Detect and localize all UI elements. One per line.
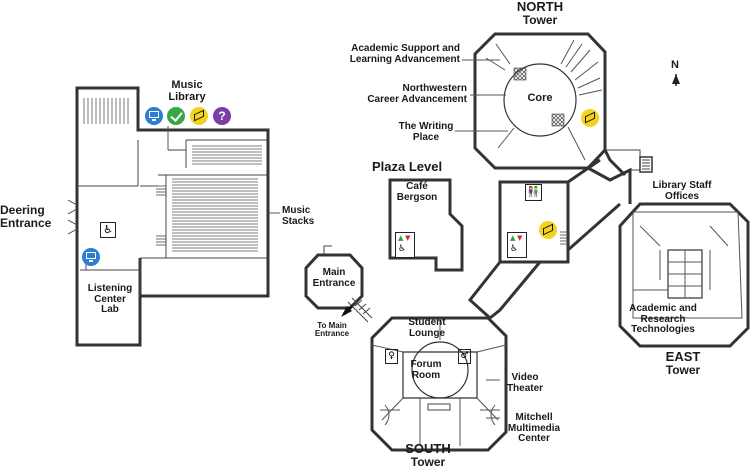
compass-arrow [672, 74, 680, 86]
main-entrance-label-line1: Main [322, 267, 346, 278]
music-stacks-label-line1: Music [282, 205, 311, 216]
staff-offices-label-line2: Offices [665, 190, 699, 202]
video-theater-label: Video Theater [502, 372, 548, 394]
forum-room-label-line2: Room [411, 369, 441, 381]
deering-doors [67, 199, 78, 235]
listening-label-line1: Listening [87, 283, 133, 294]
to-main-entrance-label: To Main Entrance [308, 321, 356, 339]
deering-entrance-label: Deering Entrance [0, 204, 51, 229]
mitchell-label-line2: Multimedia [507, 422, 561, 434]
south-tower-label-line1: SOUTH [405, 441, 451, 456]
student-lounge-label-line1: Student [408, 317, 446, 328]
music-stacks-label-line2: Stacks [282, 215, 315, 227]
north-leaders [455, 59, 508, 132]
mitchell-label-line1: Mitchell [515, 412, 553, 423]
south-tower-label-line2: Tower [410, 454, 446, 469]
north-tower-label-line1: NORTH [516, 0, 564, 14]
music-stacks-label: Music Stacks [282, 205, 315, 227]
writing-place-label: The Writing Place [398, 121, 454, 143]
listening-label-line2: Center [94, 293, 126, 305]
mitchell-multimedia-label: Mitchell Multimedia Center [502, 412, 566, 445]
library-staff-offices-label: Library Staff Offices [640, 180, 724, 202]
cafe-label-line2: Bergson [396, 191, 438, 203]
print-icon [539, 221, 557, 239]
nw-career-label: Northwestern Career Advancement [344, 83, 467, 105]
elevator-icon: ▲ ▼ ♿ [507, 232, 527, 258]
academic-support-label-line1: Academic Support and [351, 43, 460, 54]
music-stairs [156, 185, 166, 246]
east-tower [618, 202, 750, 348]
accessible-icon: ♿ [100, 222, 116, 238]
nw-career-label-line2: Career Advancement [367, 93, 467, 105]
music-stacks-shelves [83, 98, 262, 252]
checkmark-icon [167, 107, 185, 125]
east-tower-label-line1: EAST [665, 349, 701, 364]
mitchell-label-line3: Center [518, 433, 550, 444]
cafe-bergson-room [388, 178, 464, 272]
cafe-label-line1: Café [406, 181, 428, 192]
student-lounge-label-line2: Lounge [408, 327, 446, 339]
listening-center-label: Listening Center Lab [83, 283, 137, 316]
east-tower-label-line2: Tower [665, 362, 701, 377]
student-lounge-label: Student Lounge [402, 317, 452, 339]
listening-label-line3: Lab [101, 304, 119, 315]
compass-n-label: N [671, 59, 679, 71]
plaza-level-label: Plaza Level [372, 159, 443, 174]
cafe-bergson-label: Café Bergson [392, 181, 442, 203]
to-main-label-line2: Entrance [314, 329, 350, 339]
help-icon: ? [213, 107, 231, 125]
writing-place-label-line2: Place [412, 131, 440, 143]
art-label-line2: Research [640, 313, 686, 325]
north-stairs [605, 149, 653, 173]
north-tower-label: NORTH Tower [505, 0, 575, 26]
music-library-building [75, 86, 270, 347]
corridors [467, 149, 632, 320]
music-library-label: Music Library [160, 79, 214, 103]
computer-icon [82, 248, 100, 266]
music-library-label-line1: Music [171, 79, 203, 91]
video-theater-label-line1: Video [511, 372, 539, 383]
forum-room-label: Forum Room [406, 359, 446, 381]
deering-label-line1: Deering [0, 203, 45, 217]
academic-research-tech-label: Academic and Research Technologies [625, 303, 701, 336]
east-tower-label: EAST Tower [650, 350, 716, 376]
south-tower-label: SOUTH Tower [398, 442, 458, 468]
nw-career-label-line1: Northwestern [402, 83, 467, 94]
staff-offices-label-line1: Library Staff [652, 180, 712, 191]
music-library-label-line2: Library [168, 90, 206, 103]
academic-support-label-line2: Learning Advancement [349, 53, 460, 65]
main-entrance-label: Main Entrance [309, 267, 359, 289]
computer-icon [145, 107, 163, 125]
north-tower-label-line2: Tower [522, 12, 558, 27]
video-theater-label-line2: Theater [506, 382, 544, 394]
core-label: Core [527, 92, 553, 104]
main-entrance-vestibule [304, 245, 373, 323]
academic-support-label: Academic Support and Learning Advancemen… [330, 43, 460, 65]
art-label-line1: Academic and [629, 303, 697, 314]
main-entrance-label-line2: Entrance [312, 277, 356, 289]
to-main-label-line1: To Main [317, 321, 347, 330]
forum-room-label-line1: Forum [410, 359, 442, 370]
print-icon [581, 109, 599, 127]
south-tower [370, 316, 508, 452]
deering-label-line2: Entrance [0, 215, 52, 230]
elevator-icon: ▲ ▼ ♿ [395, 232, 415, 258]
art-label-line3: Technologies [631, 324, 695, 335]
restroom-icon: ♀ [385, 349, 398, 364]
restroom-icon: ♂ [458, 349, 471, 364]
writing-place-label-line1: The Writing [398, 121, 454, 132]
print-icon [190, 107, 208, 125]
restroom-icon: 👫 [525, 184, 542, 201]
corridor-stairs [560, 231, 570, 245]
